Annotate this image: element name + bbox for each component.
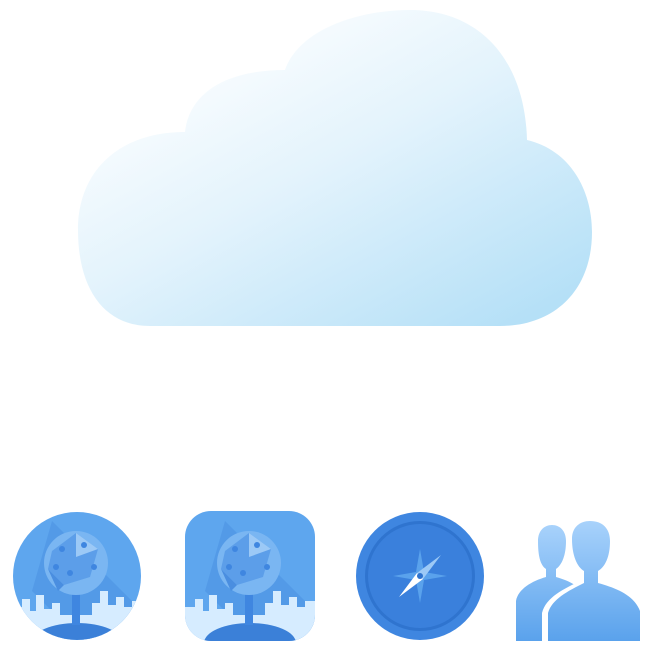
globe-city-round-icon bbox=[12, 511, 142, 641]
cloud-icon bbox=[78, 10, 592, 326]
globe-city-square-icon bbox=[185, 511, 315, 641]
icon-row bbox=[0, 505, 658, 652]
contacts-icon bbox=[512, 517, 648, 645]
compass-icon bbox=[355, 511, 485, 641]
